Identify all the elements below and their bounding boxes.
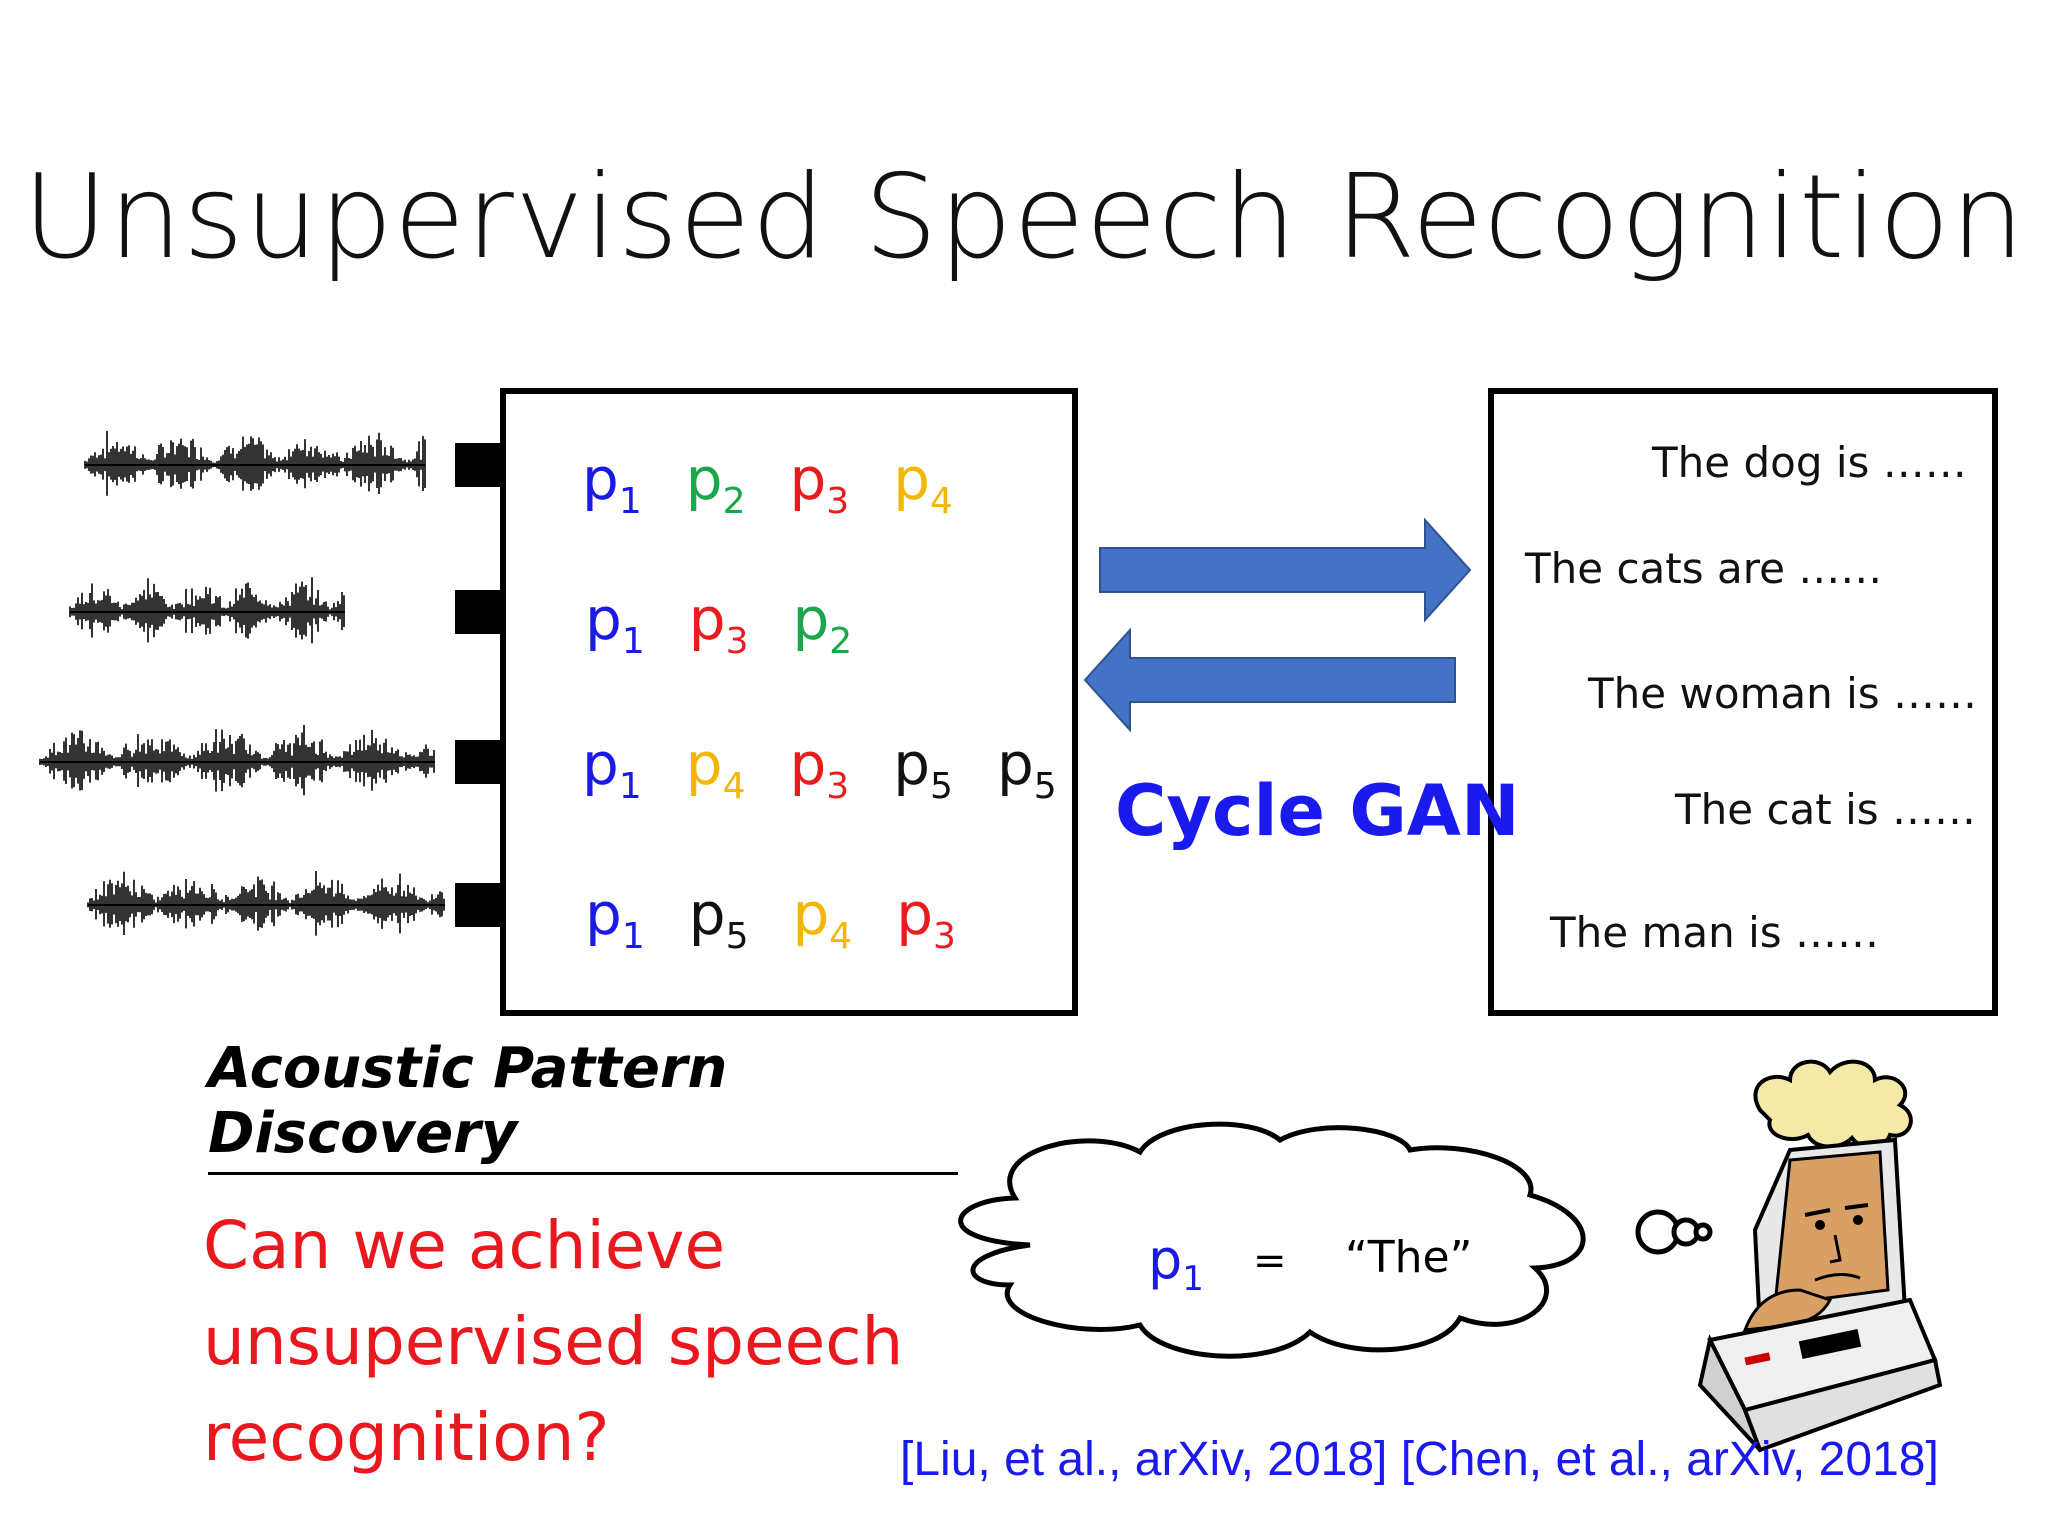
phoneme-token: p2 — [685, 445, 746, 522]
waveform-icon — [84, 430, 426, 496]
phoneme-token: p5 — [996, 730, 1057, 807]
phoneme-token: p5 — [893, 730, 953, 807]
thought-equals: = — [1253, 1238, 1287, 1284]
phoneme-token: p1 — [585, 585, 645, 662]
corpus-sentence: The cats are …… — [1525, 544, 1883, 593]
right-arrow-icon — [1099, 517, 1472, 623]
waveform-icon — [39, 725, 435, 796]
waveform-icon — [69, 577, 345, 644]
phoneme-token: p3 — [688, 585, 749, 662]
references: [Liu, et al., arXiv, 2018] [Chen, et al.… — [900, 1433, 1939, 1486]
cycle-gan-label: Cycle GAN — [1115, 770, 1520, 852]
thought-rhs: “The” — [1345, 1232, 1473, 1283]
phoneme-token: p3 — [789, 730, 850, 807]
waveform-icon — [87, 870, 445, 936]
phoneme-token: p3 — [789, 445, 850, 522]
corpus-sentence: The man is …… — [1550, 908, 1879, 957]
page-title: Unsupervised Speech Recognition — [22, 150, 2026, 285]
phoneme-token: p1 — [585, 880, 645, 957]
phoneme-token: p4 — [893, 445, 953, 522]
phoneme-token: p5 — [688, 880, 749, 957]
corpus-sentence: The dog is …… — [1652, 438, 1967, 487]
phoneme-token: p1 — [582, 730, 642, 807]
thought-cloud — [958, 1121, 1713, 1359]
acoustic-pattern-label: Acoustic Pattern Discovery — [208, 1036, 958, 1175]
phoneme-token: p2 — [792, 585, 853, 662]
phoneme-token: p4 — [792, 880, 853, 957]
corpus-sentence: The woman is …… — [1588, 669, 1978, 718]
phoneme-token: p1 — [582, 445, 642, 522]
thought-lhs: p1 — [1148, 1228, 1204, 1299]
corpus-sentence: The cat is …… — [1675, 785, 1977, 834]
phoneme-token: p3 — [896, 880, 956, 957]
phoneme-token: p4 — [685, 730, 746, 807]
text-corpus-box — [1488, 388, 1998, 1016]
question-text: Can we achieve unsupervised speech recog… — [203, 1207, 904, 1476]
thinking-computer-icon — [1697, 1059, 1943, 1453]
left-arrow-icon — [1083, 627, 1456, 733]
acoustic-pattern-box — [500, 388, 1078, 1016]
